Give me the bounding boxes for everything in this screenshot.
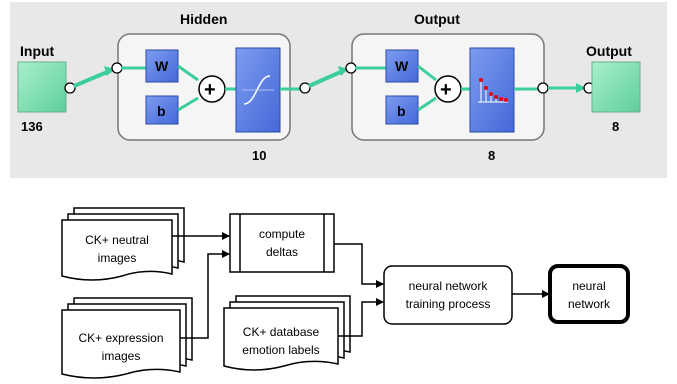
training-process-box: neural network training process (383, 265, 513, 325)
emotion-labels-doc: CK+ database emotion labels (223, 295, 351, 371)
hidden-output-node (299, 82, 311, 94)
network-diagram: Input 136 Hidden W b + 10 Output (10, 2, 667, 178)
output-transfer-box (469, 47, 515, 133)
hidden-bias-label: b (157, 103, 166, 119)
output-layer-input-node (345, 62, 357, 74)
input-box (17, 61, 67, 113)
neutral-images-line2: images (98, 251, 137, 265)
connector-input-hidden (73, 68, 113, 88)
output-weight-box (385, 49, 419, 83)
compute-deltas-line2: deltas (266, 245, 298, 259)
output-sum-symbol: + (440, 79, 452, 101)
arrow-deltas-to-training (334, 243, 384, 288)
output-box (591, 61, 641, 113)
hidden-b-to-sum (177, 96, 199, 112)
arrow-labels-to-training (338, 298, 384, 337)
neutral-images-doc: CK+ neutral images (61, 207, 185, 281)
input-label: Input (20, 43, 55, 59)
connector-hidden-output-2 (308, 68, 346, 88)
output-w-to-sum (417, 64, 437, 82)
expression-images-doc: CK+ expression images (61, 297, 193, 379)
hidden-w-to-sum (177, 64, 199, 82)
hidden-size: 10 (252, 148, 266, 163)
training-process-line1: neural network (409, 279, 489, 293)
input-node (64, 82, 76, 94)
neural-network-line2: network (568, 297, 611, 311)
hidden-bias-box (145, 95, 179, 125)
output-label: Output (586, 43, 632, 59)
output-bias-label: b (397, 103, 406, 119)
arrowhead (576, 83, 586, 93)
output-b-to-sum (417, 96, 437, 112)
hidden-label: Hidden (180, 11, 227, 27)
compute-deltas-line1: compute (259, 227, 305, 241)
flowchart: CK+ neutral images CK+ expression images… (61, 207, 630, 379)
output-layer-output-node (537, 82, 549, 94)
network-panel (10, 2, 667, 178)
output-layer-label: Output (414, 11, 460, 27)
hidden-sum-symbol: + (204, 79, 216, 101)
expression-images-line2: images (102, 349, 141, 363)
training-process-line2: training process (406, 297, 491, 311)
neutral-images-line1: CK+ neutral (85, 233, 149, 247)
emotion-labels-line1: CK+ database (243, 325, 320, 339)
output-bias-box (385, 95, 419, 125)
hidden-weight-label: W (155, 58, 169, 74)
emotion-labels-line2: emotion labels (242, 343, 319, 357)
compute-deltas-box: compute deltas (229, 213, 335, 273)
input-size: 136 (21, 119, 43, 134)
output-weight-label: W (395, 58, 409, 74)
neural-network-line1: neural (572, 279, 605, 293)
softmax-icon (478, 78, 508, 103)
output-size: 8 (612, 119, 619, 134)
expression-images-line1: CK+ expression (78, 331, 163, 345)
hidden-input-node (111, 62, 123, 74)
output-layer-size: 8 (488, 148, 495, 163)
arrow-expression-to-deltas (180, 250, 230, 339)
neural-network-box: neural network (548, 264, 630, 324)
